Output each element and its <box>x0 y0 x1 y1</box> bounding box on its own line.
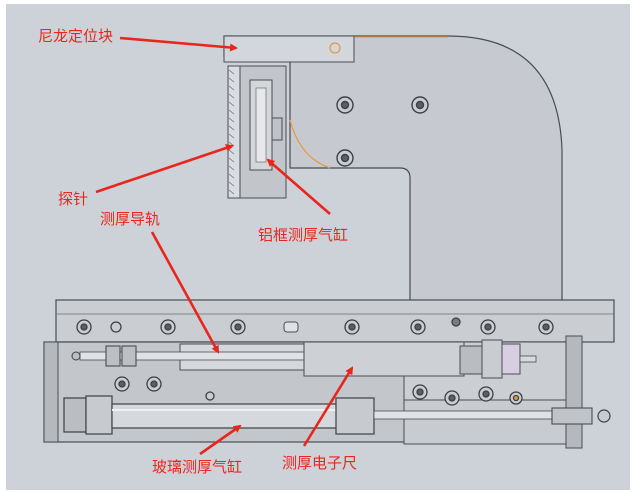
ruler-head <box>481 339 503 379</box>
left-end-plate <box>43 341 59 443</box>
ruler-tip <box>519 355 537 363</box>
probe-comb <box>227 65 241 199</box>
glass-cylinder-nut <box>63 397 87 433</box>
annotation-arrows <box>95 36 354 456</box>
arrow-probe <box>95 144 234 194</box>
glass-cylinder-barrel <box>111 403 339 429</box>
label-probe: 探针 <box>58 190 89 208</box>
ruler-body <box>303 341 465 377</box>
arrow-nylon-block <box>119 36 238 52</box>
label-guide-rail: 测厚导轨 <box>100 210 161 228</box>
bracket-plate <box>223 35 563 303</box>
label-aluminum-cylinder: 铝框测厚气缸 <box>258 226 349 244</box>
carriage-lower-plate <box>403 399 571 445</box>
rail-slot <box>283 321 299 333</box>
label-electronic-ruler: 测厚电子尺 <box>282 454 358 472</box>
ruler-end-block <box>459 345 485 375</box>
glass-cylinder-rod <box>373 410 565 420</box>
aluminum-cylinder-fitting <box>271 117 283 141</box>
rod-end-fittings <box>71 345 137 367</box>
glass-cylinder-head <box>335 397 375 435</box>
rail-screws <box>76 317 554 335</box>
nylon-block-hole <box>329 42 341 54</box>
label-glass-cylinder: 玻璃测厚气缸 <box>152 458 243 476</box>
arrow-guide-rail <box>150 231 220 354</box>
aluminum-cylinder-inner <box>255 87 267 163</box>
label-nylon-block: 尼龙定位块 <box>38 27 114 45</box>
bracket-edge-highlight <box>289 119 331 169</box>
base-rail <box>55 299 615 343</box>
arrow-aluminum-cylinder <box>266 158 331 215</box>
right-end-plate <box>565 335 583 449</box>
nylon-positioning-block <box>223 35 355 63</box>
carriage-screws <box>114 376 523 406</box>
glass-cylinder-end-cap <box>85 395 113 435</box>
bracket-screws <box>336 96 429 167</box>
arrow-electronic-ruler <box>302 366 354 447</box>
arrow-glass-cylinder <box>199 424 242 456</box>
glass-cylinder-clevis <box>551 407 593 425</box>
ruler-connector <box>501 343 521 375</box>
glass-cylinder-rod-end <box>597 409 611 423</box>
